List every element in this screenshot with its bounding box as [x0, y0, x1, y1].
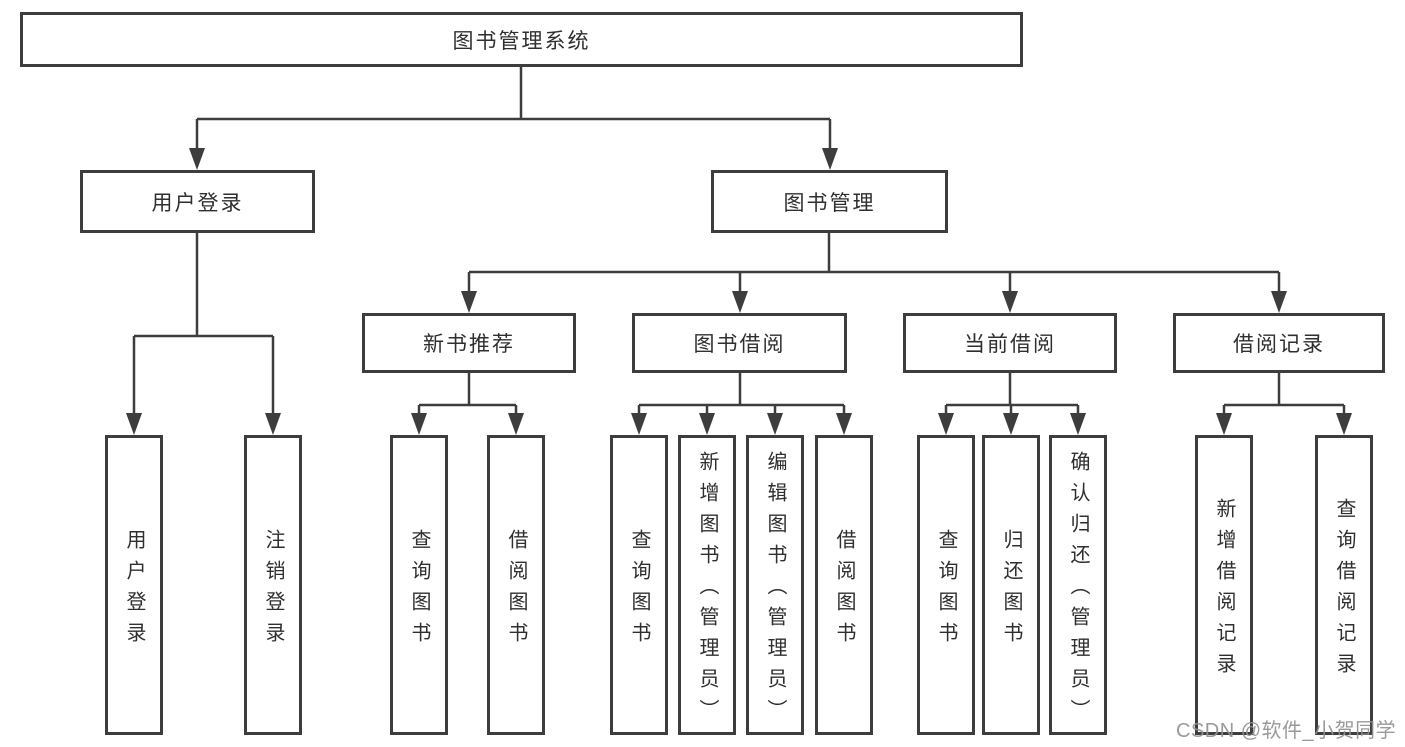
leaf-borrow-books-borrowing-label: 借阅图书	[833, 528, 855, 653]
node-new-book-recommendation-label: 新书推荐	[423, 333, 515, 356]
leaf-borrow-books-borrowing: 借阅图书	[815, 435, 873, 735]
leaf-query-books-recommend-label: 查询图书	[408, 528, 430, 653]
leaf-query-books-borrowing-label: 查询图书	[628, 528, 650, 653]
leaf-query-books-borrowing: 查询图书	[610, 435, 668, 735]
watermark: CSDN @软件_小贺同学	[1176, 720, 1397, 742]
leaf-add-book-admin-label: 新增图书（管理员）	[696, 451, 718, 730]
node-current-borrowing-label: 当前借阅	[964, 333, 1056, 356]
leaf-query-borrow-record: 查询借阅记录	[1315, 435, 1373, 735]
leaf-add-book-admin: 新增图书（管理员）	[678, 435, 736, 735]
node-root: 图书管理系统	[20, 12, 1023, 67]
leaf-query-books-recommend: 查询图书	[390, 435, 448, 735]
leaf-logout: 注销登录	[244, 435, 302, 735]
leaf-return-book-label: 归还图书	[1000, 528, 1022, 653]
leaf-user-login: 用户登录	[105, 435, 163, 735]
leaf-confirm-return-admin: 确认归还（管理员）	[1049, 435, 1107, 735]
leaf-add-borrow-record: 新增借阅记录	[1195, 435, 1253, 735]
node-new-book-recommendation: 新书推荐	[362, 313, 576, 373]
leaf-edit-book-admin: 编辑图书（管理员）	[746, 435, 804, 735]
node-user-login-label: 用户登录	[151, 191, 244, 215]
leaf-query-books-current-label: 查询图书	[935, 528, 957, 653]
leaf-edit-book-admin-label: 编辑图书（管理员）	[764, 451, 786, 730]
leaf-confirm-return-admin-label: 确认归还（管理员）	[1067, 451, 1089, 730]
node-user-login: 用户登录	[80, 170, 315, 233]
arrowheads	[126, 148, 1352, 435]
leaf-borrow-books-recommend-label: 借阅图书	[505, 528, 527, 653]
leaf-user-login-label: 用户登录	[123, 528, 145, 653]
node-book-borrowing-label: 图书借阅	[693, 333, 786, 356]
leaf-return-book: 归还图书	[982, 435, 1040, 735]
node-current-borrowing: 当前借阅	[903, 313, 1117, 373]
node-root-label: 图书管理系统	[452, 29, 591, 53]
node-book-management-label: 图书管理	[783, 191, 876, 215]
leaf-add-borrow-record-label: 新增借阅记录	[1213, 497, 1235, 684]
leaf-query-borrow-record-label: 查询借阅记录	[1333, 497, 1355, 684]
node-borrowing-records: 借阅记录	[1173, 313, 1385, 373]
leaf-logout-label: 注销登录	[262, 528, 284, 653]
node-book-management: 图书管理	[711, 170, 948, 233]
node-borrowing-records-label: 借阅记录	[1233, 333, 1325, 356]
leaf-query-books-current: 查询图书	[917, 435, 975, 735]
leaf-borrow-books-recommend: 借阅图书	[487, 435, 545, 735]
node-book-borrowing: 图书借阅	[632, 313, 847, 373]
